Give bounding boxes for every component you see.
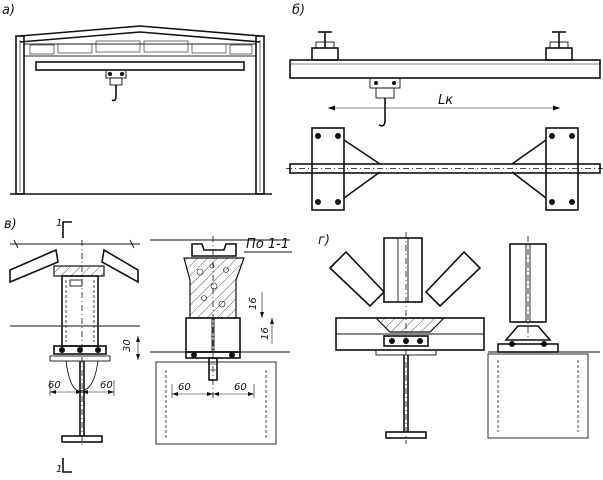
dim-16-a: 16 bbox=[248, 297, 259, 310]
roof-line-inner bbox=[19, 31, 261, 43]
diagonal-left bbox=[328, 250, 386, 308]
vertical-post bbox=[383, 237, 423, 303]
washer-plate bbox=[49, 355, 111, 362]
section-arrow-top bbox=[62, 221, 72, 238]
hanger-body bbox=[61, 275, 99, 347]
clamp-plate bbox=[53, 345, 107, 355]
hook-icon bbox=[111, 85, 117, 102]
span-label: Lк bbox=[438, 93, 453, 108]
dim-60-right: 60 bbox=[100, 380, 113, 391]
panel-v-detail: в) 1 1 60 60 bbox=[4, 217, 140, 475]
section-1-1: По 1-1 60 60 16 bbox=[150, 236, 292, 445]
brace-left bbox=[343, 139, 381, 199]
clamp-section-g bbox=[504, 325, 552, 341]
section-title: По 1-1 bbox=[246, 237, 289, 252]
panel-b-label: б) bbox=[292, 3, 305, 18]
monorail-beam bbox=[35, 61, 245, 71]
dim-16-b: 16 bbox=[260, 327, 271, 340]
hanger-left bbox=[311, 31, 339, 61]
hanger-right bbox=[545, 31, 573, 61]
roof-line bbox=[19, 25, 261, 37]
truss-diagonal-right bbox=[101, 248, 139, 284]
panel-g-label: г) bbox=[318, 233, 330, 248]
panel-a-building-frame: а) bbox=[2, 3, 272, 195]
hook-b-icon bbox=[378, 98, 386, 127]
bolts-plan bbox=[315, 133, 575, 205]
rail-beam-g bbox=[487, 353, 589, 439]
gusset-plate bbox=[53, 265, 105, 277]
section-arrow-bottom bbox=[62, 458, 72, 473]
diagonal-right bbox=[424, 250, 482, 308]
panel-a-label: а) bbox=[2, 3, 15, 18]
truss-diagonal-left bbox=[9, 248, 59, 284]
end-plate-right bbox=[545, 127, 579, 211]
section-post-g bbox=[509, 243, 547, 323]
concrete-aggregate bbox=[196, 263, 229, 308]
section-mark-top: 1 bbox=[56, 218, 62, 229]
truss-panels bbox=[29, 40, 253, 55]
beam-cap bbox=[191, 243, 237, 257]
end-plate-left bbox=[311, 127, 345, 211]
dim-60-left: 60 bbox=[48, 380, 61, 391]
panel-g-detail: г) bbox=[318, 232, 600, 444]
dim-30: 30 bbox=[122, 339, 133, 352]
beam-elevation bbox=[289, 59, 601, 79]
dim-60-left-section: 60 bbox=[178, 382, 191, 393]
panel-v-label: в) bbox=[4, 217, 17, 232]
panel-b-monorail: б) Lк bbox=[286, 3, 603, 211]
gusset-g bbox=[374, 317, 446, 333]
rail-beam-section bbox=[155, 361, 277, 445]
dim-60-right-section: 60 bbox=[234, 382, 247, 393]
brace-right bbox=[511, 139, 547, 199]
section-mark-bottom: 1 bbox=[56, 464, 62, 475]
